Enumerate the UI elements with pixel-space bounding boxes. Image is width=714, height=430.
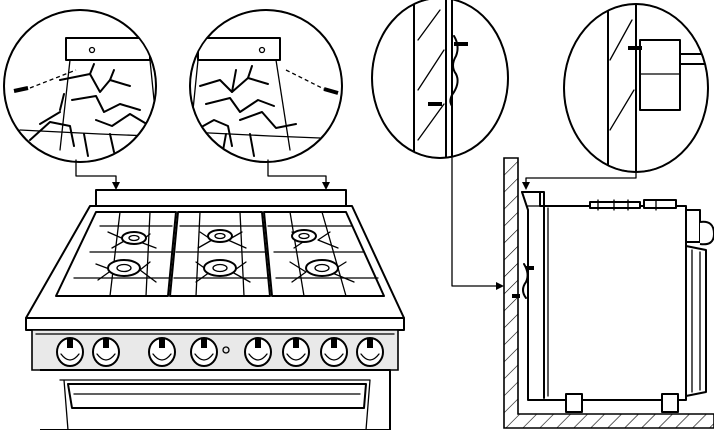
backguard-panel xyxy=(197,37,281,61)
wall-section xyxy=(413,0,447,158)
alignment-line xyxy=(29,69,77,89)
knob-icon xyxy=(92,337,120,367)
position-mark xyxy=(323,87,339,95)
leader-line xyxy=(451,157,499,287)
leveling-leg xyxy=(565,393,583,413)
range-backguard xyxy=(95,189,347,207)
range-front-view xyxy=(25,189,405,430)
leveling-leg xyxy=(661,393,679,413)
burner-icon xyxy=(107,259,141,277)
cooktop-front-edge xyxy=(25,317,405,331)
knob-icon xyxy=(282,337,310,367)
knob-icon xyxy=(320,337,348,367)
knob-icon xyxy=(56,337,84,367)
knob-icon xyxy=(244,337,272,367)
burner-icon xyxy=(305,259,339,277)
alignment-line xyxy=(285,69,325,90)
screw-icon xyxy=(258,46,266,54)
range-side-view xyxy=(503,157,714,429)
indicator-light xyxy=(222,346,230,354)
leader-line xyxy=(525,171,637,185)
burners xyxy=(107,229,339,277)
burner-icon xyxy=(207,229,233,243)
knob-side-icon xyxy=(699,220,714,246)
knob-icon xyxy=(356,337,384,367)
grate-side xyxy=(589,199,677,209)
knob-icon xyxy=(148,337,176,367)
burner-icon xyxy=(291,229,317,243)
detail-circle-left-bracket xyxy=(3,9,157,163)
detail-circle-right-bracket xyxy=(189,9,343,163)
rear-bracket xyxy=(639,39,681,111)
control-knobs xyxy=(56,337,384,367)
backguard-panel xyxy=(65,37,151,61)
anchor-screw-icon xyxy=(449,35,459,107)
detail-circle-bracket-engagement xyxy=(522,3,709,190)
oven-handle xyxy=(67,383,367,409)
leader-lines-top xyxy=(75,159,330,190)
grate-right xyxy=(263,211,385,297)
oven-door-side xyxy=(685,245,707,397)
knob-icon xyxy=(190,337,218,367)
grate-left xyxy=(55,211,177,297)
burner-icon xyxy=(203,259,237,277)
wall-and-floor xyxy=(503,157,714,429)
burner-icon xyxy=(121,231,147,245)
grate-center xyxy=(169,211,271,297)
screw-icon xyxy=(88,46,96,54)
range-side-body xyxy=(521,191,687,401)
detail-circle-wall-anchor xyxy=(371,0,509,290)
position-mark xyxy=(13,86,29,93)
